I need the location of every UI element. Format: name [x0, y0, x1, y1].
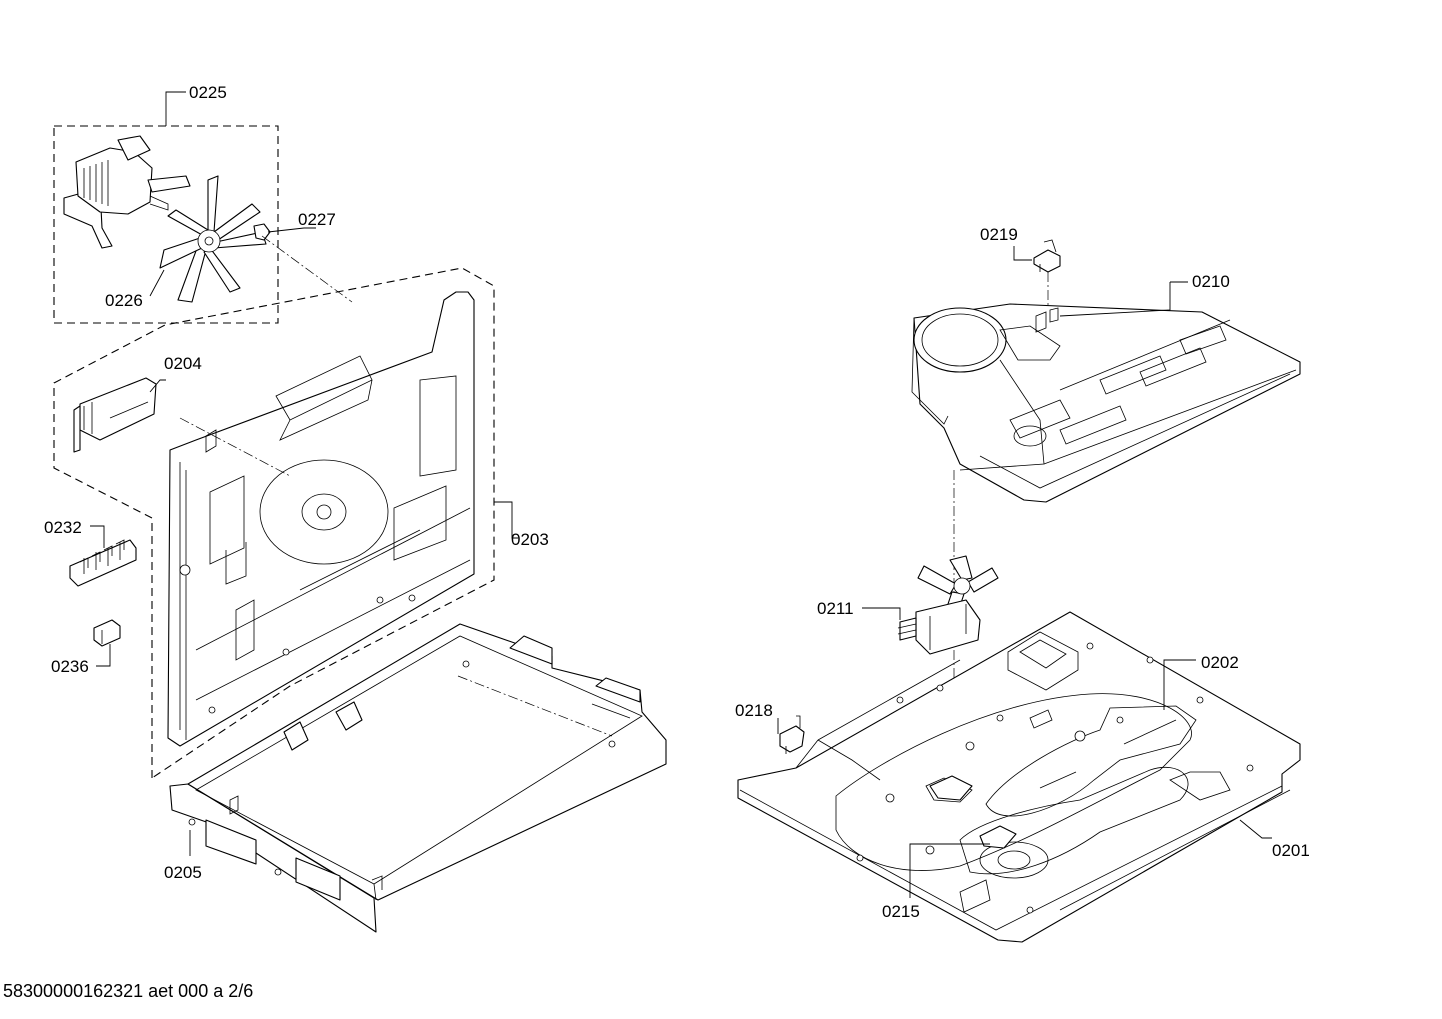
callout-0211: 0211 [817, 599, 854, 618]
callout-0202: 0202 [1201, 653, 1239, 672]
bracket-part [73, 377, 157, 453]
callout-0210: 0210 [1192, 272, 1230, 291]
leader-0211 [862, 607, 901, 620]
callout-0226: 0226 [105, 291, 143, 310]
clip-part [93, 619, 121, 647]
fan-motor-part [63, 135, 191, 249]
callout-0236: 0236 [51, 657, 89, 676]
cooling-fan-part [897, 555, 999, 655]
callout-0201: 0201 [1272, 841, 1310, 860]
callout-0232: 0232 [44, 518, 82, 537]
callout-0225: 0225 [189, 83, 227, 102]
callout-0203: 0203 [511, 530, 549, 549]
leader-0210 [1059, 281, 1188, 317]
leader-0227 [267, 227, 316, 233]
callout-0218: 0218 [735, 701, 773, 720]
callout-0205: 0205 [164, 863, 202, 882]
callout-0219: 0219 [980, 225, 1018, 244]
leader-0201 [1239, 819, 1272, 839]
back-panel-part [167, 291, 475, 747]
bracket-0218-part [779, 715, 805, 754]
leader-0204 [149, 379, 166, 393]
fan-blade-part [159, 175, 267, 303]
leader-0232 [90, 525, 105, 548]
leader-0236 [96, 644, 111, 667]
leader-0203 [494, 501, 518, 539]
terminal-block-part [69, 539, 137, 587]
leader-0226 [149, 269, 165, 297]
leader-0215 [909, 843, 990, 898]
leader-0225 [165, 91, 186, 126]
document-id: 58300000162321 aet 000 a 2/6 [3, 981, 253, 1001]
callout-0227: 0227 [298, 210, 336, 229]
axis-line-motor [179, 417, 291, 477]
sensor-part [1033, 239, 1061, 273]
rotor-part [929, 775, 1017, 849]
nut-part [253, 223, 271, 241]
axis-line-fan [261, 235, 353, 303]
callout-0215: 0215 [882, 902, 920, 921]
leader-0219 [1013, 246, 1032, 261]
leader-0202 [1163, 659, 1196, 710]
callout-0204: 0204 [164, 354, 202, 373]
axis-line-tray [457, 675, 613, 737]
bottom-tray-part [169, 623, 667, 933]
air-duct-part [911, 303, 1301, 503]
base-plate-part [737, 611, 1301, 943]
back-panel-group-box [53, 267, 495, 780]
